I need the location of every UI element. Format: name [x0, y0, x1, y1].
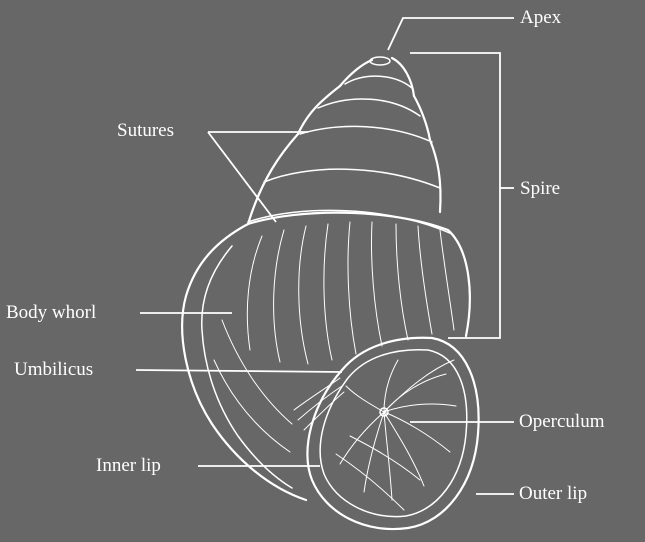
label-outer-lip: Outer lip — [519, 483, 587, 505]
spire-bracket — [410, 53, 500, 338]
label-spire: Spire — [520, 178, 560, 200]
sutures-leader-2 — [208, 132, 276, 222]
umbilicus-leader — [136, 370, 342, 372]
label-operculum: Operculum — [519, 411, 604, 433]
label-umbilicus: Umbilicus — [14, 359, 93, 381]
label-inner-lip: Inner lip — [96, 455, 161, 477]
label-apex: Apex — [520, 7, 561, 29]
label-body-whorl: Body whorl — [6, 302, 96, 324]
body-whorl-drawing — [182, 213, 470, 500]
apex-leader — [388, 18, 514, 50]
aperture-drawing — [307, 338, 478, 529]
label-sutures: Sutures — [117, 120, 174, 142]
spire-drawing — [248, 57, 452, 234]
